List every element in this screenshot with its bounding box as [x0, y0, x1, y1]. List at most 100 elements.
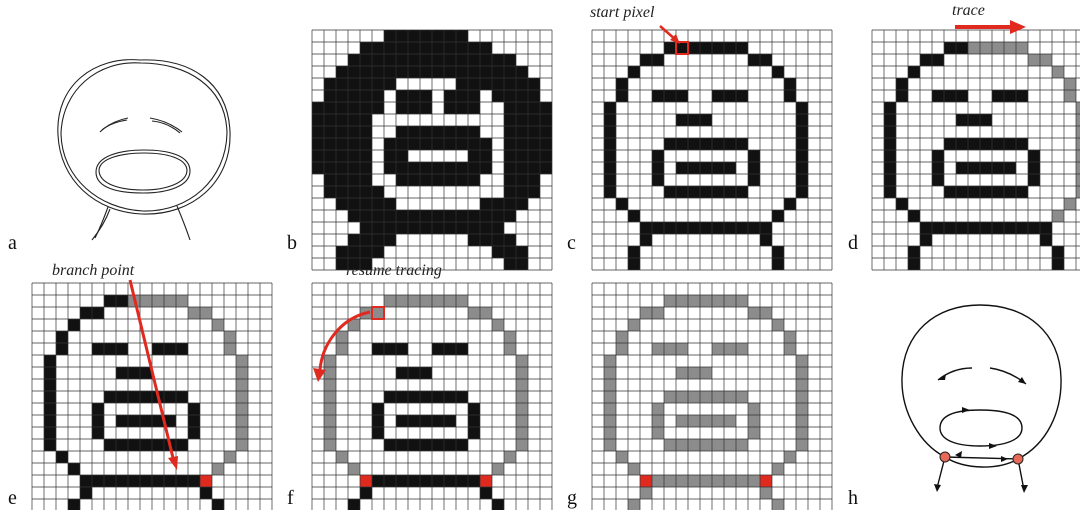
pixel: [408, 138, 420, 150]
pixel: [540, 126, 552, 138]
pixel: [360, 186, 372, 198]
pixel: [468, 162, 480, 174]
pixel: [664, 475, 676, 487]
pixel: [480, 78, 492, 90]
pixel: [992, 222, 1004, 234]
pixel: [528, 78, 540, 90]
pixel: [348, 90, 360, 102]
pixel: [760, 54, 772, 66]
pixel: [796, 367, 808, 379]
pixel: [772, 210, 784, 222]
pixel: [236, 367, 248, 379]
pixel: [932, 222, 944, 234]
pixel: [712, 391, 724, 403]
pixel: [224, 451, 236, 463]
pixel: [384, 391, 396, 403]
pixel: [336, 198, 348, 210]
pixel: [760, 222, 772, 234]
pixel: [456, 30, 468, 42]
pixel: [360, 258, 372, 270]
pixel: [396, 475, 408, 487]
pixel: [480, 198, 492, 210]
pixel: [336, 343, 348, 355]
pixel: [1004, 186, 1016, 198]
pixel: [104, 295, 116, 307]
pixel: [360, 198, 372, 210]
pixel: [372, 78, 384, 90]
pixel: [932, 162, 944, 174]
pixel: [408, 54, 420, 66]
pixel: [128, 415, 140, 427]
pixel: [980, 186, 992, 198]
pixel: [92, 427, 104, 439]
pixel: [348, 246, 360, 258]
panel-g-grid: [592, 283, 832, 510]
pixel: [44, 367, 56, 379]
pixel: [456, 126, 468, 138]
pixel: [796, 150, 808, 162]
pixel: [116, 415, 128, 427]
pixel: [420, 30, 432, 42]
pixel: [116, 295, 128, 307]
pixel: [516, 379, 528, 391]
pixel: [516, 427, 528, 439]
pixel: [236, 379, 248, 391]
pixel: [796, 126, 808, 138]
pixel: [516, 246, 528, 258]
pixel: [468, 150, 480, 162]
pixel: [604, 150, 616, 162]
pixel: [652, 415, 664, 427]
branch-pixel: [760, 475, 772, 487]
pixel: [432, 295, 444, 307]
pixel: [432, 30, 444, 42]
pixel: [92, 307, 104, 319]
pixel: [1028, 222, 1040, 234]
pixel: [772, 319, 784, 331]
pixel: [504, 331, 516, 343]
pixel: [676, 367, 688, 379]
pixel: [652, 475, 664, 487]
pixel: [712, 415, 724, 427]
pixel: [456, 78, 468, 90]
pixel: [784, 90, 796, 102]
pixel: [920, 54, 932, 66]
pixel: [188, 475, 200, 487]
pixel: [420, 367, 432, 379]
pixel: [616, 198, 628, 210]
pixel: [444, 475, 456, 487]
pixel: [628, 499, 640, 510]
pixel: [604, 114, 616, 126]
pixel: [1076, 150, 1080, 162]
pixel: [396, 66, 408, 78]
pixel: [396, 90, 408, 102]
pixel: [128, 391, 140, 403]
pixel: [324, 367, 336, 379]
pixel: [456, 439, 468, 451]
pixel: [360, 126, 372, 138]
pixel: [324, 427, 336, 439]
pixel: [1076, 174, 1080, 186]
pixel: [456, 210, 468, 222]
pixel: [456, 174, 468, 186]
pixel: [604, 403, 616, 415]
pixel: [664, 222, 676, 234]
pixel: [1064, 78, 1076, 90]
pixel: [312, 150, 324, 162]
pixel: [468, 475, 480, 487]
panel-a-sketch: [58, 60, 230, 240]
pixel: [420, 90, 432, 102]
pixel: [336, 331, 348, 343]
pixel: [336, 66, 348, 78]
pixel: [468, 403, 480, 415]
pixel: [360, 78, 372, 90]
pixel: [884, 162, 896, 174]
pixel: [772, 66, 784, 78]
pixel: [212, 463, 224, 475]
pixel: [408, 30, 420, 42]
pixel: [324, 415, 336, 427]
pixel: [384, 475, 396, 487]
pixel: [396, 295, 408, 307]
pixel: [516, 102, 528, 114]
pixel: [1004, 138, 1016, 150]
pixel: [700, 114, 712, 126]
